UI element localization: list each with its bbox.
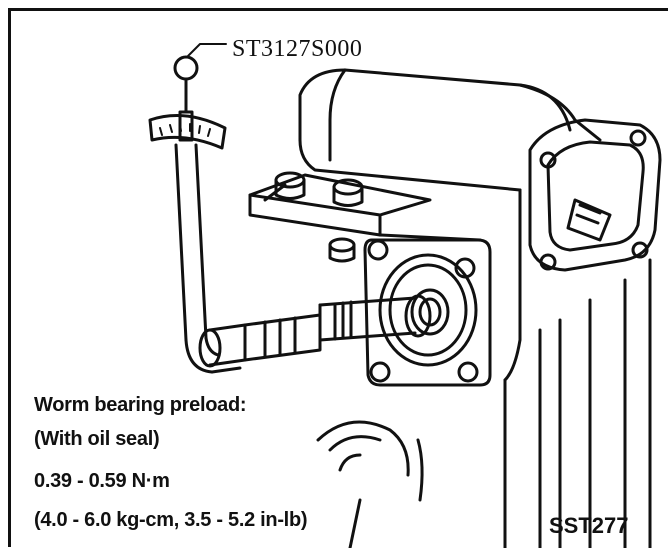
preload-spec-title: Worm bearing preload: (34, 394, 247, 417)
adjuster-plate (363, 238, 492, 387)
preload-gauge-tool (148, 55, 242, 374)
mounting-plate (248, 173, 482, 242)
preload-spec-value-alt: (4.0 - 6.0 kg-cm, 3.5 - 5.2 in-lb) (34, 509, 308, 532)
callout-leader (187, 43, 227, 57)
tool-callout-label: ST3127S000 (232, 36, 363, 62)
figure-code: SST277 (549, 513, 629, 538)
mounting-bolts (274, 171, 364, 263)
cover-flange (528, 118, 662, 272)
preload-spec-condition: (With oil seal) (34, 428, 160, 451)
figure-frame (8, 8, 668, 547)
housing-boss (316, 420, 424, 548)
socket-adapter (198, 313, 322, 368)
input-shaft (318, 294, 432, 342)
preload-spec-value-nm: 0.39 - 0.59 N·m (34, 470, 170, 493)
